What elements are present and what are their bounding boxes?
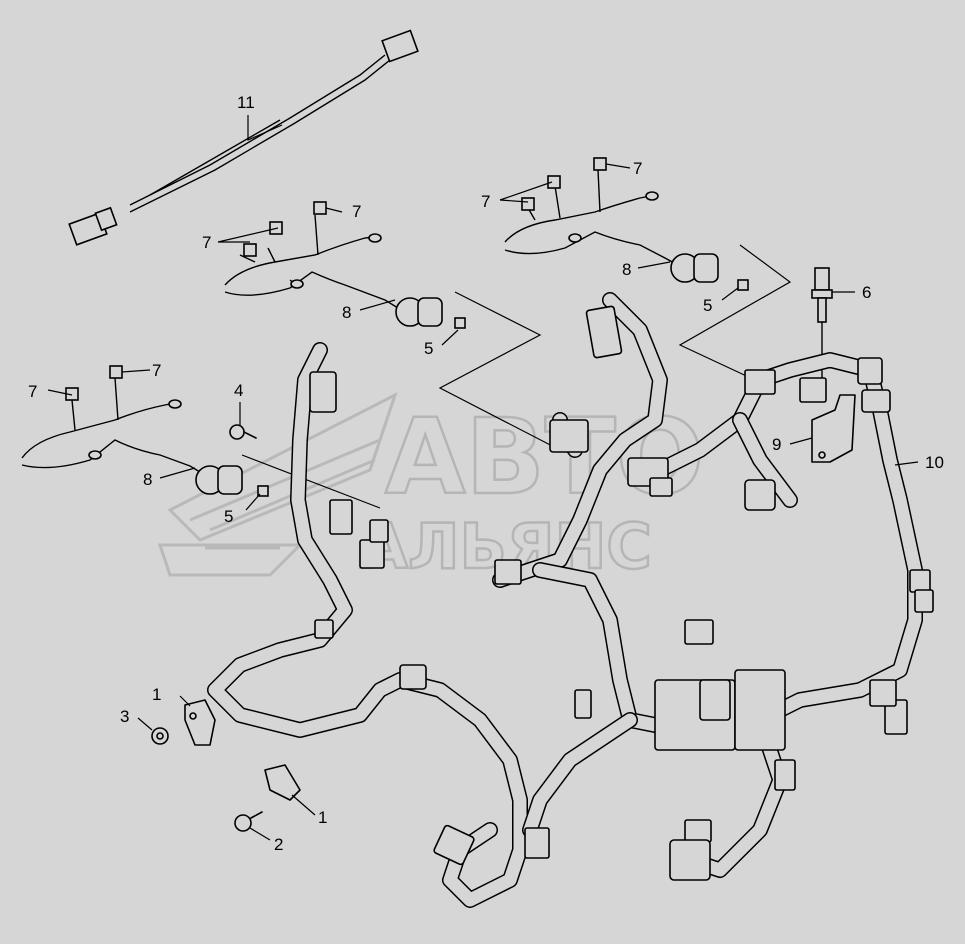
callout-4: 4 [234,381,243,400]
callout-2: 2 [274,835,283,854]
callout-8-middle: 8 [342,303,351,322]
callout-7-upper-right-a: 7 [481,192,490,211]
sensor-assembly-upper-left [224,201,466,329]
nut-3 [151,727,169,745]
phantom-lines [241,244,792,509]
leader-lines [47,115,919,841]
bolt-4 [229,424,257,440]
bolt-2 [234,811,263,832]
bracket-9 [811,394,856,463]
callout-10: 10 [925,453,944,472]
oxygen-sensor-6 [811,267,833,380]
callout-1-lower: 1 [318,808,327,827]
callout-6: 6 [862,283,871,302]
callout-3: 3 [120,707,129,726]
callout-8-right: 8 [622,260,631,279]
harness-connectors [309,305,934,881]
callout-5-right: 5 [703,296,712,315]
callout-5-middle: 5 [424,339,433,358]
sensor-assembly-upper-right [504,157,749,291]
callout-7-left-b: 7 [152,361,161,380]
callout-8-left: 8 [143,470,152,489]
callout-7-upper-left-a: 7 [202,233,211,252]
sensor-assembly-left [21,365,269,497]
callout-1-upper: 1 [152,685,161,704]
callout-7-left-a: 7 [28,382,37,401]
clip-1-upper [184,699,216,746]
callout-11: 11 [237,93,255,112]
callouts: 11 1 1 2 3 4 5 5 5 6 7 7 7 7 7 7 8 8 8 9… [28,93,944,854]
callout-7-upper-right-b: 7 [633,159,642,178]
jumper-cable-11 [68,29,419,246]
callout-7-upper-left-b: 7 [352,202,361,221]
callout-5-left: 5 [224,507,233,526]
callout-9: 9 [772,435,781,454]
clip-1-lower [264,764,301,801]
